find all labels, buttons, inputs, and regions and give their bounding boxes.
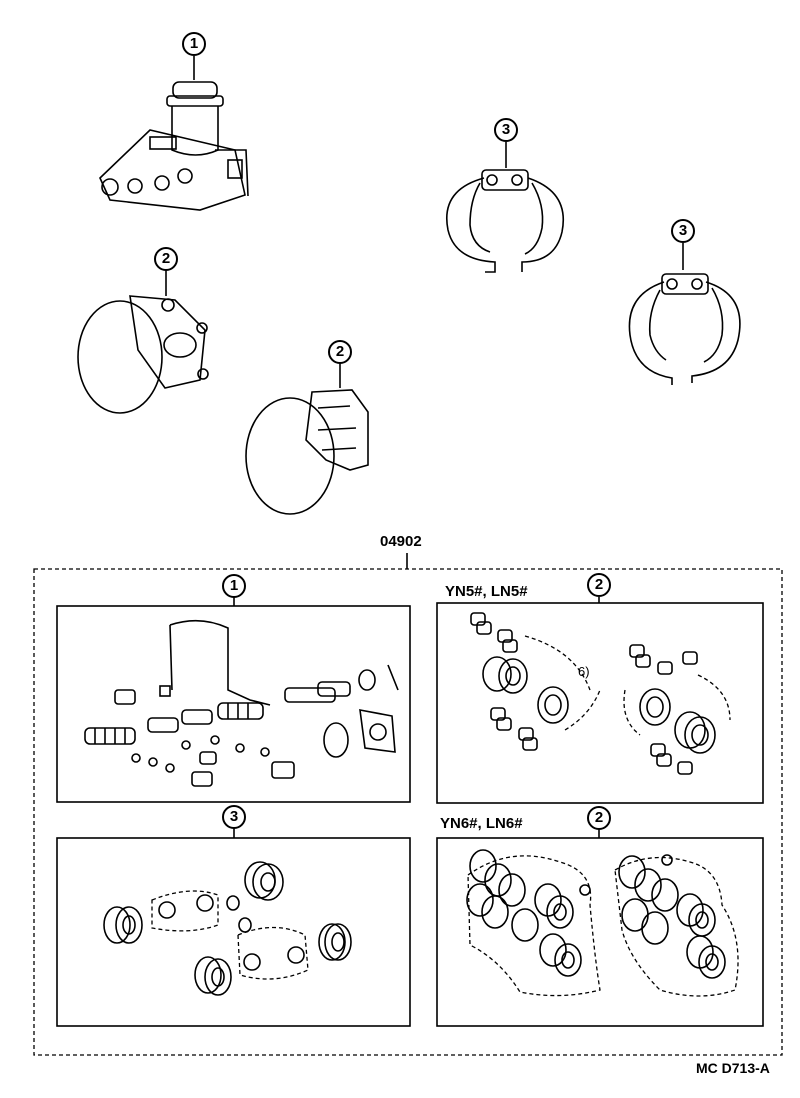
callout-panel-caliper-kit-b: 2 [587, 806, 611, 830]
wheel-cylinder-a-illustration [446, 142, 564, 273]
caliper-center-illustration [245, 363, 369, 515]
panel-wheel-kit [56, 837, 411, 1027]
callout-caliper-left: 2 [154, 247, 178, 271]
wheel-cylinder-b-illustration [628, 243, 741, 385]
panel-caliper-kit-a [436, 602, 764, 804]
diagram-code-label: MC D713-A [696, 1060, 770, 1076]
callout-master-cylinder: 1 [182, 32, 206, 56]
svg-text:6): 6) [578, 664, 590, 679]
wheel-kit-parts [103, 861, 352, 996]
panel-master-kit [56, 605, 411, 803]
master-cylinder-illustration [99, 56, 249, 211]
callout-wheel-cylinder-a: 3 [494, 118, 518, 142]
caliper-kit-b-models-label: YN6#, LN6# [440, 815, 523, 832]
callout-panel-master-kit: 1 [222, 574, 246, 598]
callout-panel-caliper-kit-a: 2 [587, 573, 611, 597]
caliper-kit-a-parts: 6) [470, 612, 731, 775]
caliper-kit-a-models-label: YN5#, LN5# [445, 583, 528, 600]
panel-caliper-kit-b [436, 837, 764, 1027]
callout-wheel-cylinder-b: 3 [671, 219, 695, 243]
callout-caliper-center: 2 [328, 340, 352, 364]
caliper-left-illustration [77, 270, 209, 414]
kit-number-label: 04902 [380, 533, 422, 550]
master-kit-parts [84, 619, 399, 787]
caliper-kit-b-parts [466, 849, 739, 997]
kit-group-box [33, 568, 783, 1056]
callout-panel-wheel-kit: 3 [222, 805, 246, 829]
